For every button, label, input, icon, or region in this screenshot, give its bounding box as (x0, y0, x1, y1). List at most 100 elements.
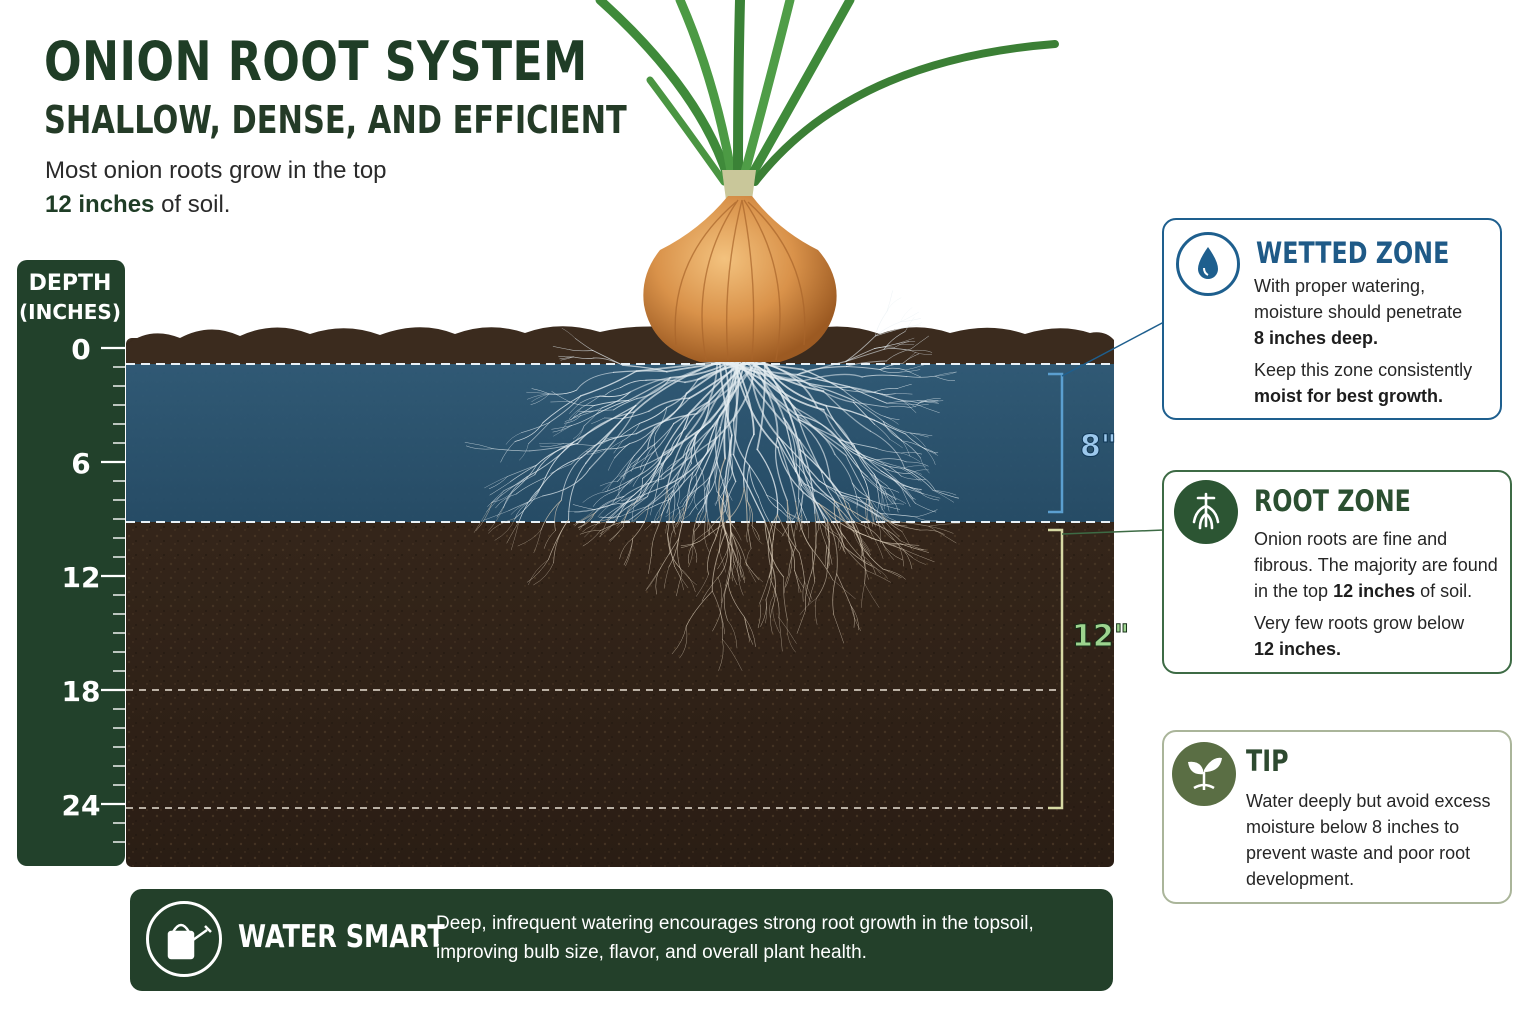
root-strand (595, 495, 625, 514)
root-strand (798, 465, 801, 499)
root-strand (902, 351, 917, 364)
root-strand (851, 482, 869, 498)
root-strand (567, 509, 593, 513)
root-strand (739, 558, 742, 578)
root-strand (659, 412, 690, 463)
root-strand (767, 514, 778, 565)
root-strand (873, 388, 898, 393)
root-strand (533, 562, 554, 586)
root-text-1-end: of soil. (1415, 581, 1473, 601)
root-strand (722, 361, 730, 420)
root-strand (669, 483, 679, 502)
root-strand (622, 499, 640, 527)
root-strand (739, 361, 801, 424)
root-strand (684, 400, 710, 430)
root-strand (771, 514, 778, 566)
root-strand (875, 458, 907, 463)
root-strand (519, 443, 529, 461)
root-strand (852, 401, 876, 425)
root-strand (883, 504, 901, 510)
root-strand (883, 503, 904, 506)
watering-can-icon (146, 901, 222, 977)
root-strand (628, 488, 666, 521)
root-strand (771, 564, 776, 597)
root-strand (725, 453, 732, 477)
root-strand (752, 361, 825, 411)
root-strand (526, 559, 549, 583)
root-strand (848, 386, 888, 397)
root-strand (898, 544, 913, 570)
root-strand (786, 500, 797, 547)
root-strand (695, 361, 759, 415)
depth-label: 12 (62, 561, 101, 594)
root-strand (602, 436, 620, 444)
root-strand (495, 493, 517, 509)
root-strand (627, 377, 671, 402)
root-strand (738, 561, 745, 584)
root-strand (708, 426, 721, 479)
root-strand (542, 395, 582, 424)
root-strand (863, 522, 873, 540)
root-strand (540, 456, 583, 488)
root-strand (648, 555, 652, 574)
root-strand (904, 369, 921, 378)
root-strand (786, 512, 806, 525)
root-strand (920, 492, 940, 501)
root-strand (881, 541, 903, 561)
root-strand (906, 375, 936, 378)
root-strand (901, 452, 921, 463)
root-strand (863, 559, 869, 580)
root-strand (550, 401, 570, 403)
root-strand (871, 522, 901, 542)
root-strand (533, 529, 542, 554)
root-strand (744, 617, 750, 642)
root-strand (551, 425, 573, 430)
page-title: ONION ROOT SYSTEM (44, 30, 588, 93)
root-strand (871, 565, 888, 579)
root-strand (487, 490, 504, 507)
root-strand (574, 512, 596, 527)
root-strand (824, 545, 827, 567)
root-strand (655, 451, 662, 466)
root-strand (733, 420, 751, 467)
root-strand (804, 581, 812, 603)
depth-title-line-1: DEPTH (28, 271, 112, 296)
root-strand (799, 514, 803, 532)
root-strand (590, 448, 606, 455)
root-strand (746, 522, 752, 549)
root-strand (846, 366, 881, 370)
root-strand (874, 343, 898, 349)
root-strand (717, 553, 726, 570)
root-strand (554, 499, 562, 531)
root-strand (880, 470, 902, 488)
root-strand (879, 369, 903, 373)
root-strand (840, 494, 879, 518)
root-strand (622, 422, 641, 441)
root-strand (834, 500, 873, 524)
water-smart-banner: WATER SMART Deep, infrequent watering en… (130, 889, 1113, 991)
root-strand (488, 476, 508, 490)
root-strand (672, 457, 687, 491)
root-strand (599, 520, 617, 535)
root-strand (634, 481, 652, 500)
root-strand (574, 509, 596, 513)
root-strand (883, 331, 906, 350)
root-strand (552, 346, 571, 350)
root-strand (509, 464, 537, 483)
root-strand (552, 425, 573, 433)
root-strand (726, 491, 733, 501)
root-strand (815, 528, 820, 549)
root-strand (666, 500, 671, 514)
root-strand (542, 467, 591, 497)
tip-title: TIP (1246, 744, 1289, 778)
root-strand (730, 530, 739, 563)
root-strand (668, 538, 680, 568)
root-strand (724, 532, 732, 583)
root-strand (551, 391, 570, 402)
page-subtitle: SHALLOW, DENSE, AND EFFICIENT (44, 98, 627, 142)
root-strand (577, 410, 594, 413)
root-strand (718, 638, 724, 671)
root-strand (665, 514, 674, 534)
root-strand (916, 400, 939, 405)
root-strand (584, 520, 601, 538)
